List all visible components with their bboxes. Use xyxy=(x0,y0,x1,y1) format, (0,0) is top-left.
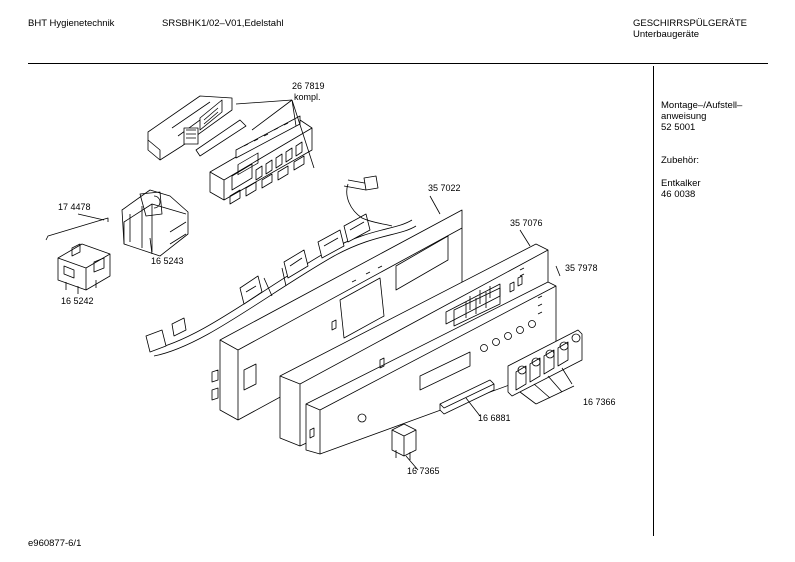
sidebar-divider xyxy=(653,66,654,536)
electronic-module-assembly xyxy=(147,95,315,205)
part-label-166881: 16 6881 xyxy=(478,413,511,423)
part-label-167366: 16 7366 xyxy=(583,397,616,407)
part-label-357076: 35 7076 xyxy=(510,218,543,228)
part-label-174478: 17 4478 xyxy=(58,202,91,212)
control-frame xyxy=(145,175,463,421)
document-id: e960877-6/1 xyxy=(28,538,82,549)
part-label-357978: 35 7978 xyxy=(565,263,598,273)
header-divider xyxy=(28,63,768,64)
manual-reference: Montage–/Aufstell– anweisung 52 5001 xyxy=(661,100,743,133)
part-label-165242: 16 5242 xyxy=(61,296,94,306)
part-label-165243: 16 5243 xyxy=(151,256,184,266)
push-button-part xyxy=(391,423,419,471)
part-label-357022: 35 7022 xyxy=(428,183,461,193)
front-plate xyxy=(305,265,561,455)
part-label-267819: 26 7819 xyxy=(292,81,325,91)
relay-block xyxy=(57,243,111,294)
rotary-switch-assembly xyxy=(507,329,583,405)
mounting-bracket xyxy=(121,189,189,257)
accessories-title: Zubehör: xyxy=(661,155,700,166)
category-title: GESCHIRRSPÜLGERÄTE xyxy=(633,18,748,29)
subcategory-title: Unterbaugeräte xyxy=(633,29,700,40)
part-label-167365: 16 7365 xyxy=(407,466,440,476)
display-window xyxy=(439,379,495,417)
brand-name: BHT Hygienetechnik xyxy=(28,18,115,29)
accessory-item: Entkalker 46 0038 xyxy=(661,178,701,200)
model-name: SRSBHK1/02–V01,Edelstahl xyxy=(162,18,284,29)
wire-clip xyxy=(45,213,109,241)
part-label-267819-note: kompl. xyxy=(294,92,321,102)
